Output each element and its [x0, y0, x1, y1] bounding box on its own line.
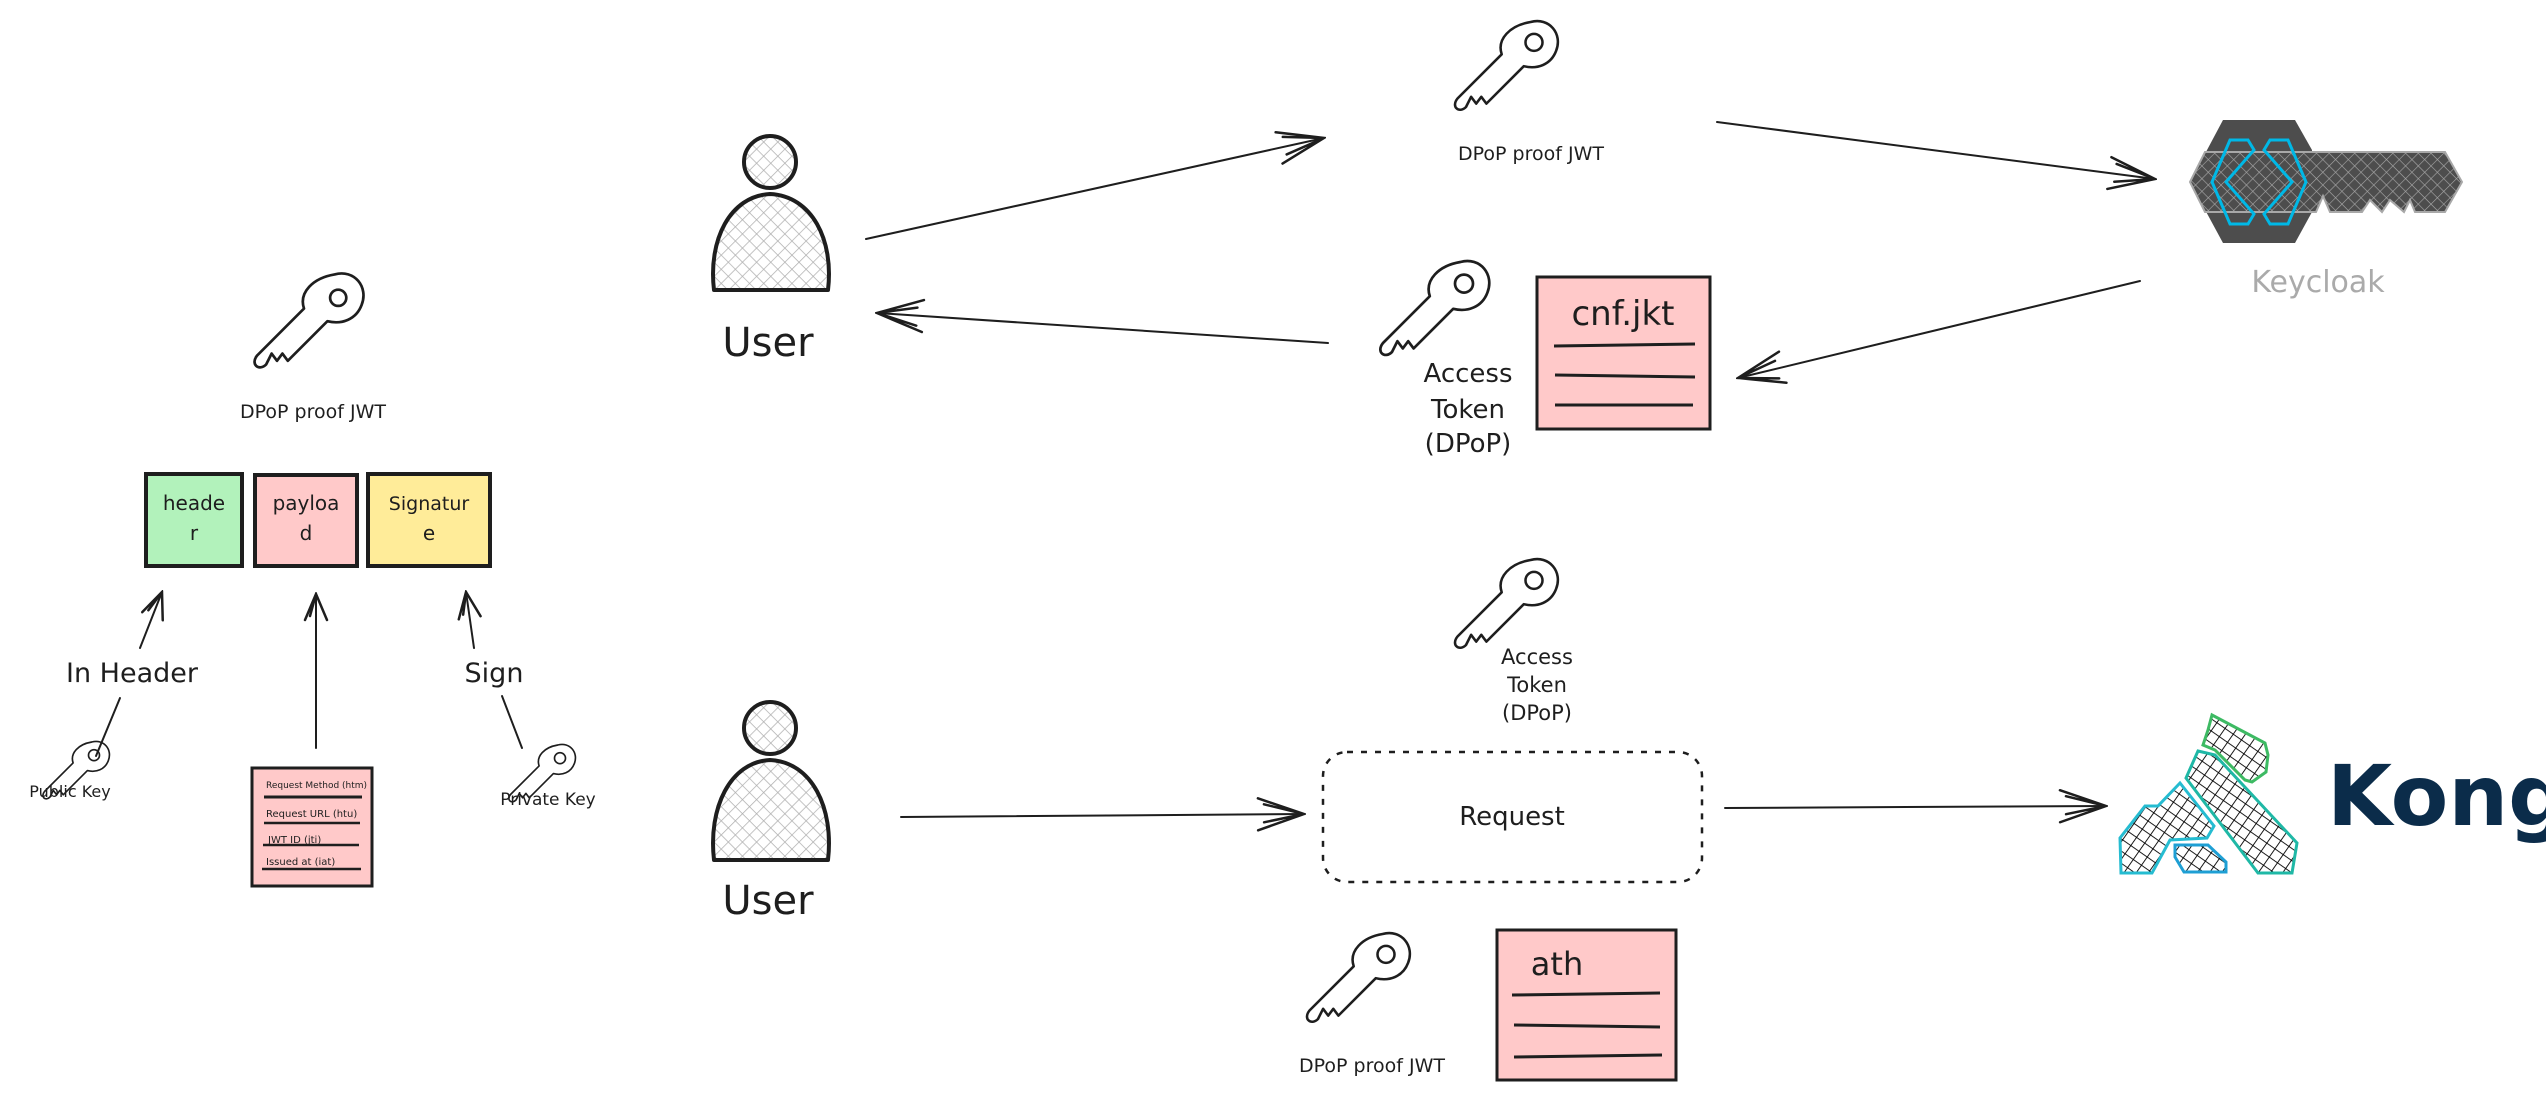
access-token-label-1: Access: [1501, 645, 1573, 669]
kong-label: Kong: [2327, 747, 2546, 845]
access-token-label-3: (DPoP): [1502, 701, 1572, 725]
private-key-label: Private Key: [500, 790, 596, 810]
access-token-key-icon: [1379, 259, 1491, 357]
claim-htm: Request Method (htm): [266, 781, 367, 791]
dpop-proof-claims-card: ath: [1495, 928, 1678, 1082]
jwt-part-header: heade r: [144, 472, 244, 568]
token-to-user-arrow: [877, 313, 1329, 344]
access-token-label-2: Token: [1430, 395, 1505, 425]
sign-arrow: [466, 592, 474, 649]
user-icon: [711, 700, 831, 862]
public-key-icon: [42, 740, 111, 800]
claim-jti: JWT ID (jti): [267, 835, 321, 846]
svg-text:Signatur: Signatur: [389, 493, 470, 515]
dpop-proof-label: DPoP proof JWT: [1458, 143, 1604, 165]
request-label: Request: [1459, 802, 1565, 832]
access-token-label-3: (DPoP): [1425, 429, 1512, 459]
claim-iat: Issued at (iat): [266, 857, 335, 868]
keycloak-logo: [2188, 120, 2464, 243]
access-token-claims-card: cnf.jkt: [1535, 275, 1712, 431]
access-token-label-1: Access: [1423, 359, 1512, 389]
private-key-connector: [501, 695, 523, 749]
access-token-key-icon: [1453, 557, 1559, 650]
keycloak-label: Keycloak: [2251, 265, 2385, 300]
ath-claim: ath: [1531, 945, 1583, 983]
in-header-arrow: [139, 592, 162, 649]
public-key-label: Public Key: [29, 782, 110, 801]
cnf-jkt-claim: cnf.jkt: [1571, 294, 1674, 334]
private-key-icon: [508, 743, 577, 803]
claim-htu: Request URL (htu): [266, 809, 357, 820]
sign-label: Sign: [465, 658, 524, 689]
request-to-kong-arrow: [1724, 806, 2106, 808]
svg-text:d: d: [300, 521, 313, 545]
jwt-key-icon: [253, 272, 365, 369]
jwt-part-payload: payloa d: [253, 473, 359, 568]
svg-text:payloa: payloa: [273, 491, 340, 515]
user-label: User: [722, 320, 814, 366]
proof-to-keycloak-arrow: [1716, 121, 2155, 179]
in-header-label: In Header: [66, 658, 199, 689]
user-to-request-arrow: [900, 814, 1304, 817]
keycloak-to-token-arrow: [1738, 280, 2141, 378]
jwt-title: DPoP proof JWT: [240, 401, 386, 423]
request-box: Request: [1321, 750, 1704, 884]
svg-text:r: r: [190, 521, 199, 545]
kong-logo: [2118, 712, 2299, 875]
svg-text:e: e: [423, 521, 435, 545]
dpop-proof-label: DPoP proof JWT: [1299, 1055, 1445, 1077]
jwt-part-signature: Signatur e: [366, 472, 492, 568]
user-icon: [711, 134, 831, 292]
dpop-proof-key-icon: [1305, 931, 1411, 1024]
dpop-proof-key-icon: [1453, 19, 1559, 112]
proof-to-user-flow-arrow: [865, 138, 1324, 240]
public-key-connector: [95, 697, 121, 757]
payload-claims-card: Request Method (htm) Request URL (htu) J…: [250, 766, 374, 888]
svg-text:heade: heade: [163, 491, 225, 515]
access-token-label-2: Token: [1506, 673, 1567, 697]
user-label: User: [722, 878, 814, 924]
